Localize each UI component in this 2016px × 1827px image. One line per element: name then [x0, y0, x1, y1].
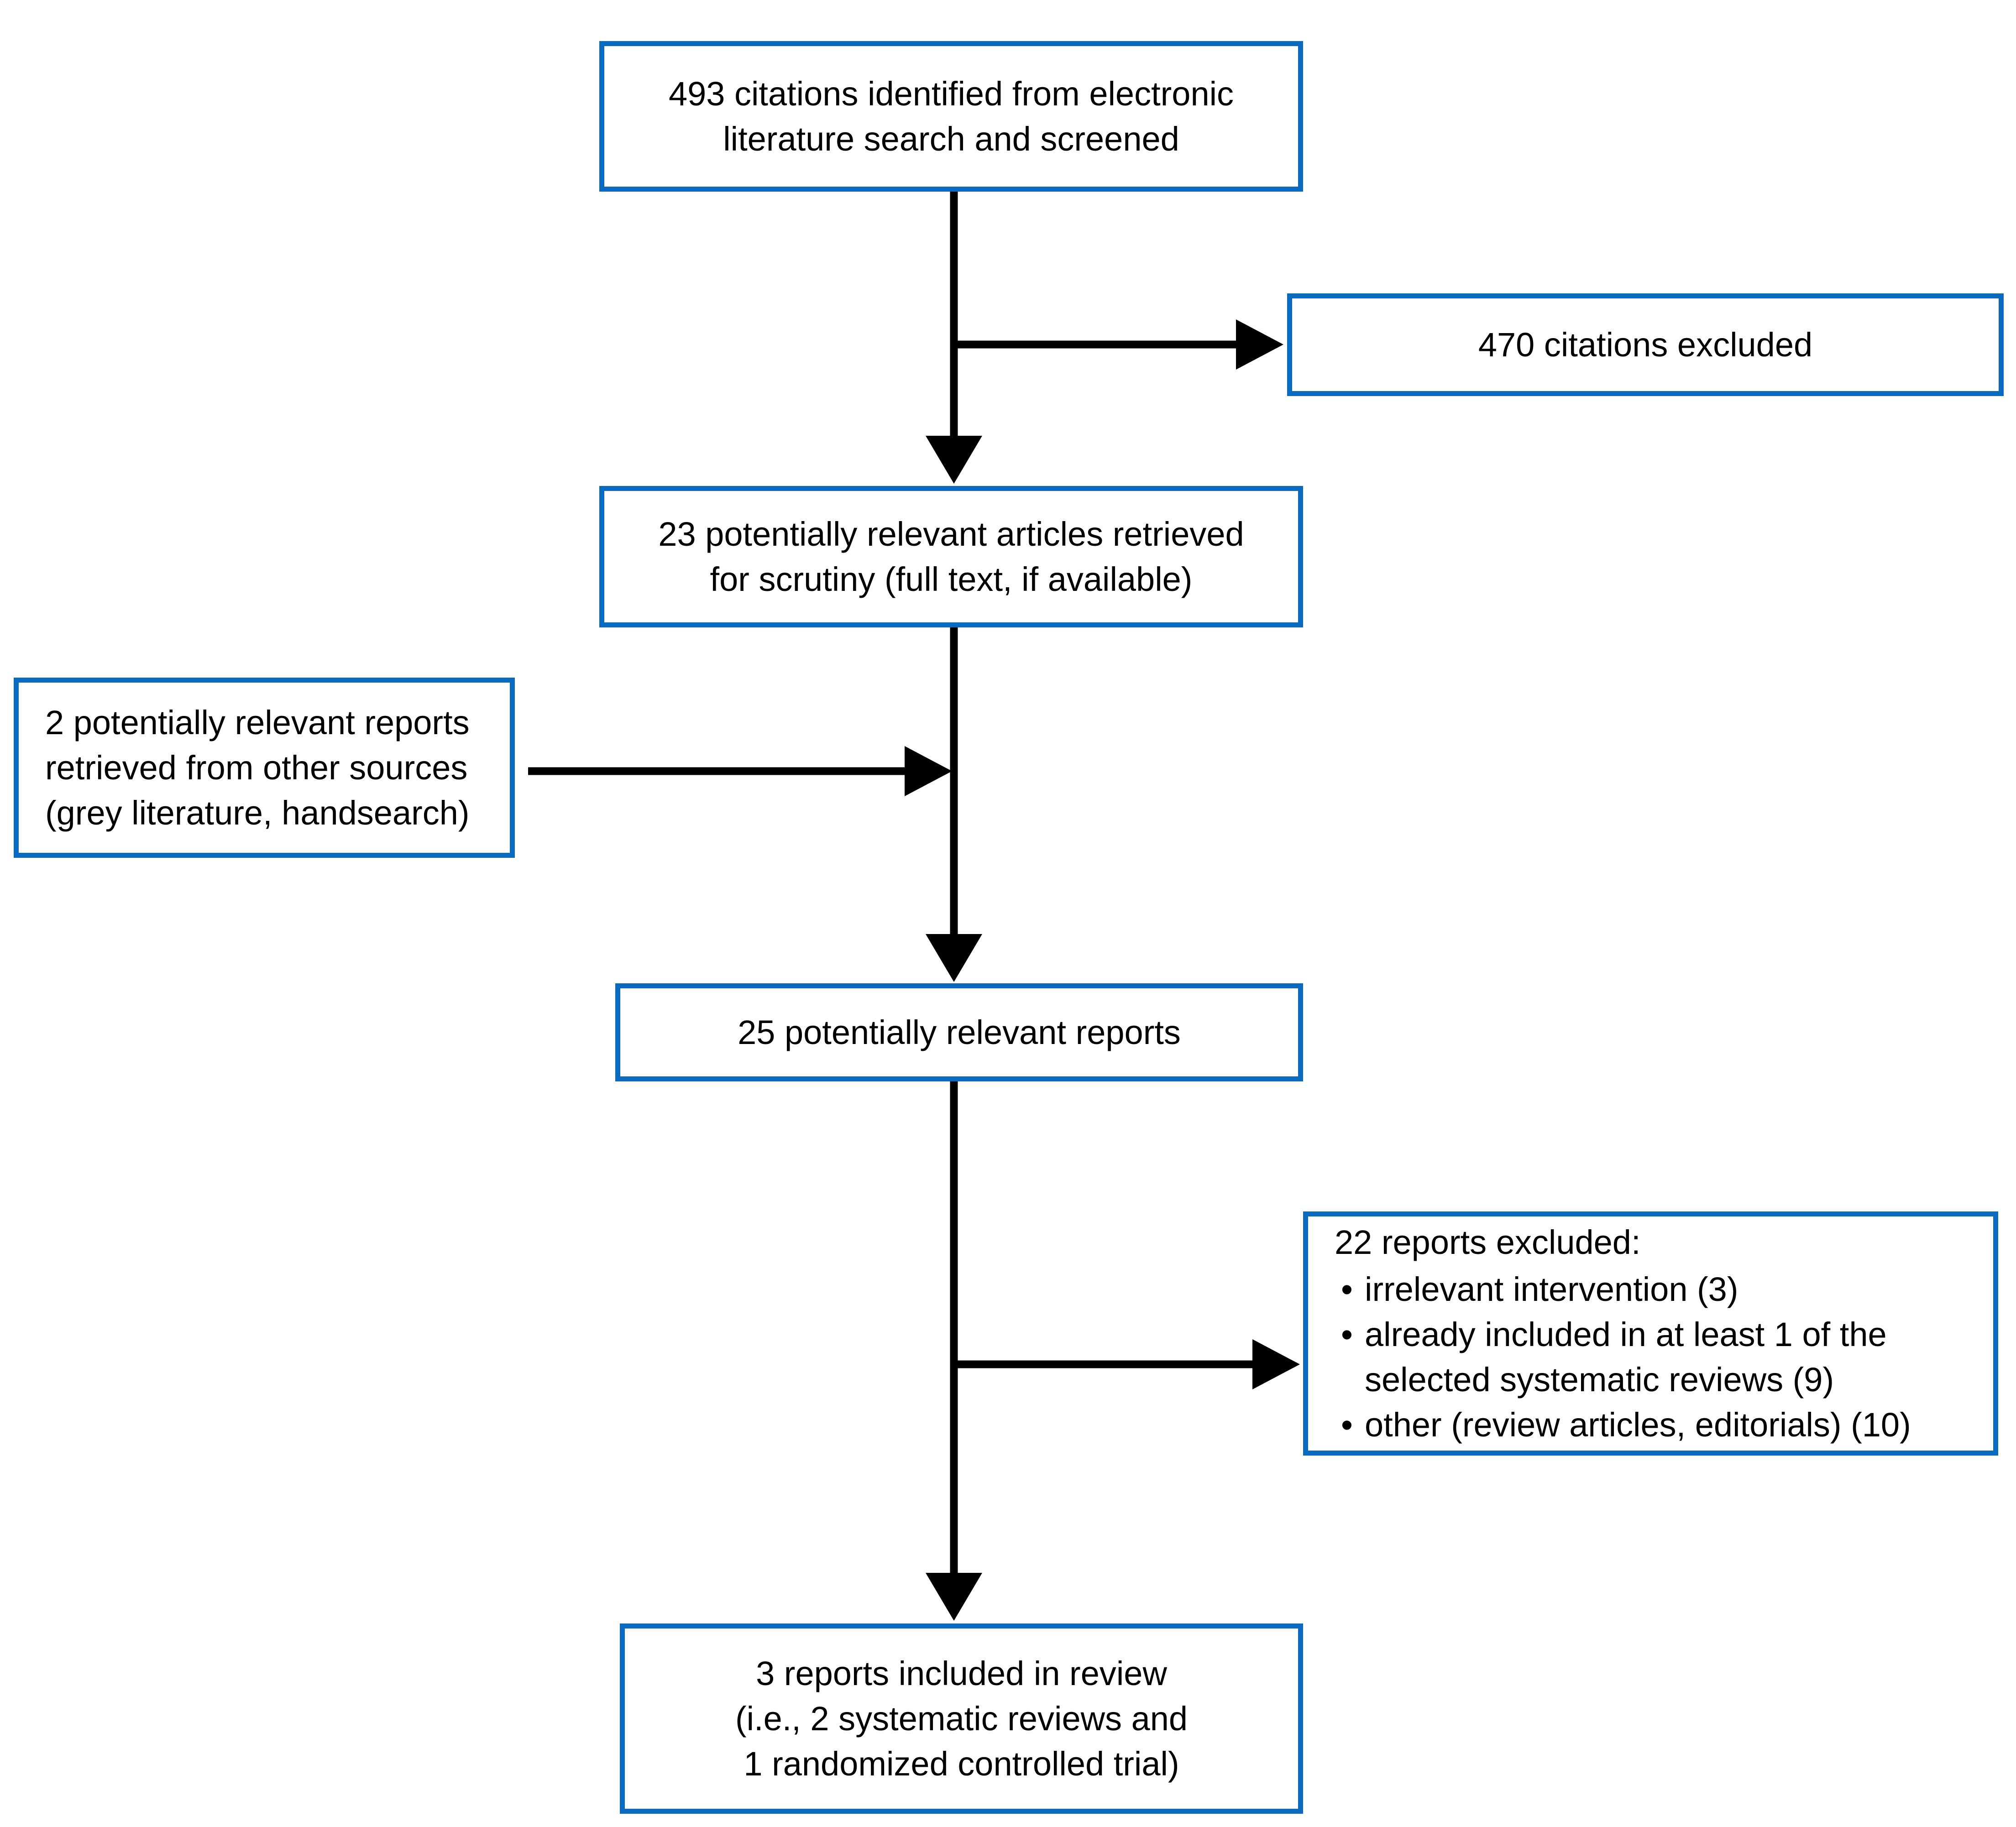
- node-reports-included-line3: 1 randomized controlled trial): [744, 1745, 1179, 1783]
- bullet-icon: •: [1341, 1406, 1353, 1444]
- node-citations-excluded: 470 citations excluded: [1287, 293, 2004, 396]
- connector-potentially-relevant-to-included: [926, 1081, 982, 1621]
- node-reports-excluded-heading: 22 reports excluded:: [1335, 1223, 1641, 1261]
- node-other-sources-reports: 2 potentially relevant reports retrieved…: [14, 678, 515, 858]
- reports-excluded-bullet-list: • irrelevant intervention (3) • already …: [1335, 1267, 1978, 1448]
- connector-other-sources-to-spine: [528, 746, 952, 796]
- node-citations-identified-line2: literature search and screened: [723, 120, 1179, 158]
- connector-identified-to-retrieved: [926, 192, 982, 484]
- reports-excluded-bullet-1-line1: irrelevant intervention (3): [1365, 1270, 1738, 1308]
- node-articles-retrieved-line1: 23 potentially relevant articles retriev…: [658, 515, 1244, 553]
- reports-excluded-bullet-3-line1: other (review articles, editorials) (10): [1365, 1406, 1911, 1444]
- bullet-icon: •: [1341, 1315, 1353, 1353]
- node-articles-retrieved-line2: for scrutiny (full text, if available): [710, 560, 1193, 598]
- reports-excluded-bullet-2-line2: selected systematic reviews (9): [1365, 1361, 1834, 1399]
- node-reports-included: 3 reports included in review (i.e., 2 sy…: [620, 1623, 1303, 1814]
- node-other-sources-reports-line3: (grey literature, handsearch): [45, 794, 470, 832]
- node-reports-included-line2: (i.e., 2 systematic reviews and: [735, 1699, 1188, 1738]
- reports-excluded-bullet-item: • other (review articles, editorials) (1…: [1335, 1402, 1978, 1447]
- node-reports-included-line1: 3 reports included in review: [756, 1654, 1167, 1692]
- node-other-sources-reports-line1: 2 potentially relevant reports: [45, 703, 470, 741]
- reports-excluded-bullet-2-line1: already included in at least 1 of the: [1365, 1315, 1887, 1353]
- node-reports-excluded: 22 reports excluded: • irrelevant interv…: [1303, 1211, 1998, 1456]
- node-other-sources-reports-line2: retrieved from other sources: [45, 748, 468, 787]
- bullet-icon: •: [1341, 1270, 1353, 1308]
- node-potentially-relevant-reports-text: 25 potentially relevant reports: [738, 1013, 1181, 1051]
- node-citations-identified-line1: 493 citations identified from electronic: [668, 74, 1234, 113]
- node-citations-identified: 493 citations identified from electronic…: [599, 41, 1303, 192]
- connector-retrieved-to-potentially-relevant: [926, 627, 982, 982]
- node-potentially-relevant-reports: 25 potentially relevant reports: [615, 983, 1303, 1081]
- connector-identified-to-citations-excluded: [954, 319, 1283, 370]
- node-citations-excluded-text: 470 citations excluded: [1478, 325, 1813, 364]
- node-articles-retrieved: 23 potentially relevant articles retriev…: [599, 486, 1303, 627]
- reports-excluded-bullet-item: • irrelevant intervention (3): [1335, 1267, 1978, 1312]
- reports-excluded-bullet-item: • already included in at least 1 of the …: [1335, 1312, 1978, 1402]
- connector-potentially-relevant-to-reports-excluded: [954, 1339, 1300, 1389]
